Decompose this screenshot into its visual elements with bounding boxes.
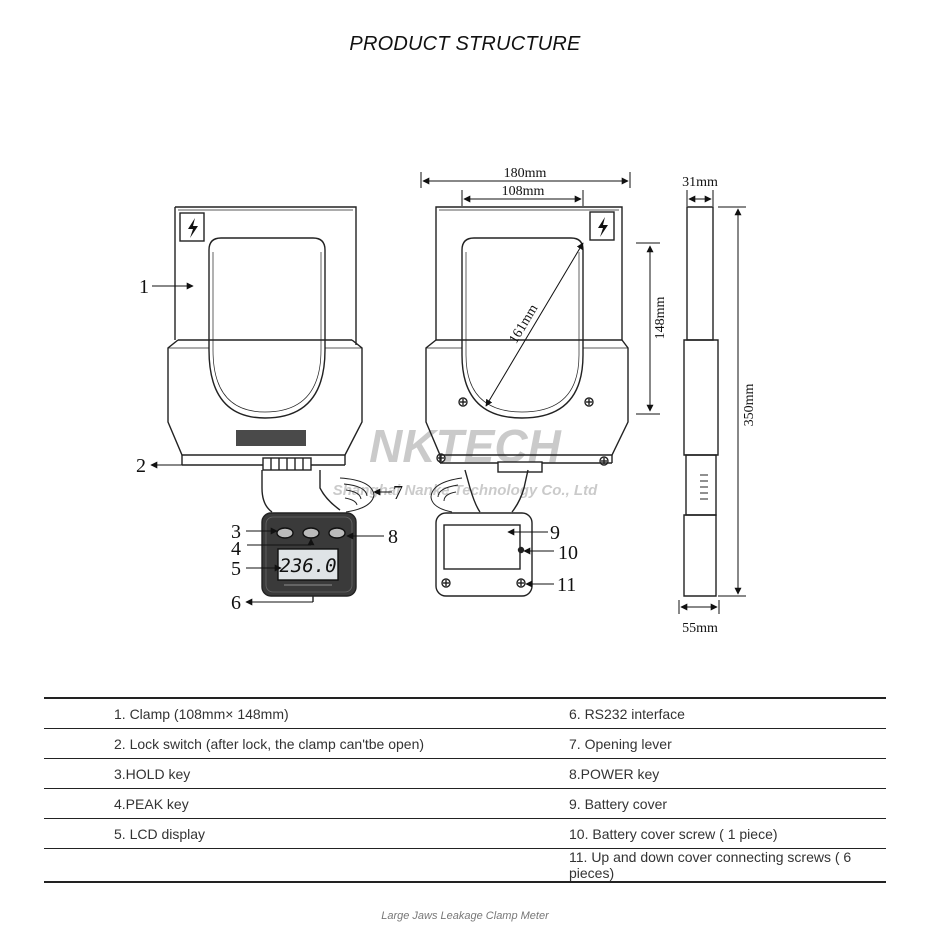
dim-thickness-bottom: 55mm bbox=[682, 621, 718, 636]
table-cell: 1. Clamp (108mm× 148mm) bbox=[44, 697, 569, 729]
table-cell bbox=[44, 848, 569, 883]
callout-11: 11 bbox=[557, 574, 576, 596]
dim-jaw-height: 148mm bbox=[653, 297, 668, 340]
front-callouts bbox=[150, 282, 392, 606]
callout-2: 2 bbox=[136, 455, 146, 477]
caption: Large Jaws Leakage Clamp Meter bbox=[381, 910, 549, 922]
table-row: 4.PEAK key 9. Battery cover bbox=[44, 788, 886, 819]
front-flash-icon bbox=[188, 218, 198, 238]
callout-5: 5 bbox=[231, 558, 241, 580]
table-row: 5. LCD display 10. Battery cover screw (… bbox=[44, 818, 886, 849]
callout-7: 7 bbox=[393, 482, 403, 504]
parts-table: 1. Clamp (108mm× 148mm) 6. RS232 interfa… bbox=[44, 697, 886, 883]
front-label-plate bbox=[236, 430, 306, 446]
callout-6: 6 bbox=[231, 592, 241, 614]
watermark: NKTECH Shanghai Nanke Technology Co., Lt… bbox=[333, 420, 598, 499]
peak-key bbox=[302, 527, 320, 539]
back-flash-icon bbox=[598, 217, 608, 237]
callout-4: 4 bbox=[231, 538, 241, 560]
table-row: 3.HOLD key 8.POWER key bbox=[44, 758, 886, 789]
dim-jaw-width: 108mm bbox=[502, 184, 545, 199]
table-cell: 8.POWER key bbox=[569, 758, 886, 789]
back-clamp-jaw bbox=[435, 206, 623, 340]
table-cell: 10. Battery cover screw ( 1 piece) bbox=[569, 818, 886, 849]
table-row: 11. Up and down cover connecting screws … bbox=[44, 848, 886, 883]
front-view bbox=[167, 206, 375, 602]
table-cell: 2. Lock switch (after lock, the clamp ca… bbox=[44, 728, 569, 759]
back-bellows bbox=[430, 477, 463, 513]
table-cell: 3.HOLD key bbox=[44, 758, 569, 789]
power-key bbox=[328, 527, 346, 539]
side-view bbox=[683, 206, 719, 597]
dim-thickness-top: 31mm bbox=[682, 175, 718, 190]
lcd-reading: 236.0 bbox=[279, 555, 336, 577]
dim-total-width: 180mm bbox=[504, 166, 547, 181]
hold-key bbox=[276, 527, 294, 539]
back-body bbox=[425, 339, 629, 456]
callout-10: 10 bbox=[558, 542, 578, 564]
table-row: 2. Lock switch (after lock, the clamp ca… bbox=[44, 728, 886, 759]
table-cell: 11. Up and down cover connecting screws … bbox=[569, 848, 886, 883]
callout-9: 9 bbox=[550, 522, 560, 544]
table-cell: 4.PEAK key bbox=[44, 788, 569, 819]
back-view bbox=[425, 206, 629, 597]
side-dimension-lines bbox=[678, 190, 746, 614]
side-jaw bbox=[686, 206, 714, 341]
front-clamp-opening bbox=[208, 237, 326, 419]
back-callouts bbox=[507, 528, 554, 588]
table-cell: 9. Battery cover bbox=[569, 788, 886, 819]
lock-switch bbox=[262, 457, 312, 471]
watermark-company: Shanghai Nanke Technology Co., Ltd bbox=[333, 482, 598, 499]
product-diagram: NKTECH Shanghai Nanke Technology Co., Lt… bbox=[136, 166, 757, 636]
lcd-display bbox=[277, 548, 339, 581]
table-cell: 6. RS232 interface bbox=[569, 697, 886, 729]
callout-8: 8 bbox=[388, 526, 398, 548]
dim-total-length: 350mm bbox=[742, 384, 757, 427]
callout-3: 3 bbox=[231, 521, 241, 543]
table-cell: 5. LCD display bbox=[44, 818, 569, 849]
back-dimension-lines bbox=[420, 172, 660, 415]
callout-1: 1 bbox=[139, 276, 149, 298]
table-cell: 7. Opening lever bbox=[569, 728, 886, 759]
front-handle bbox=[261, 470, 341, 513]
front-body bbox=[167, 339, 363, 456]
page-title: PRODUCT STRUCTURE bbox=[349, 33, 581, 55]
back-handle bbox=[464, 469, 529, 513]
table-row: 1. Clamp (108mm× 148mm) 6. RS232 interfa… bbox=[44, 697, 886, 729]
